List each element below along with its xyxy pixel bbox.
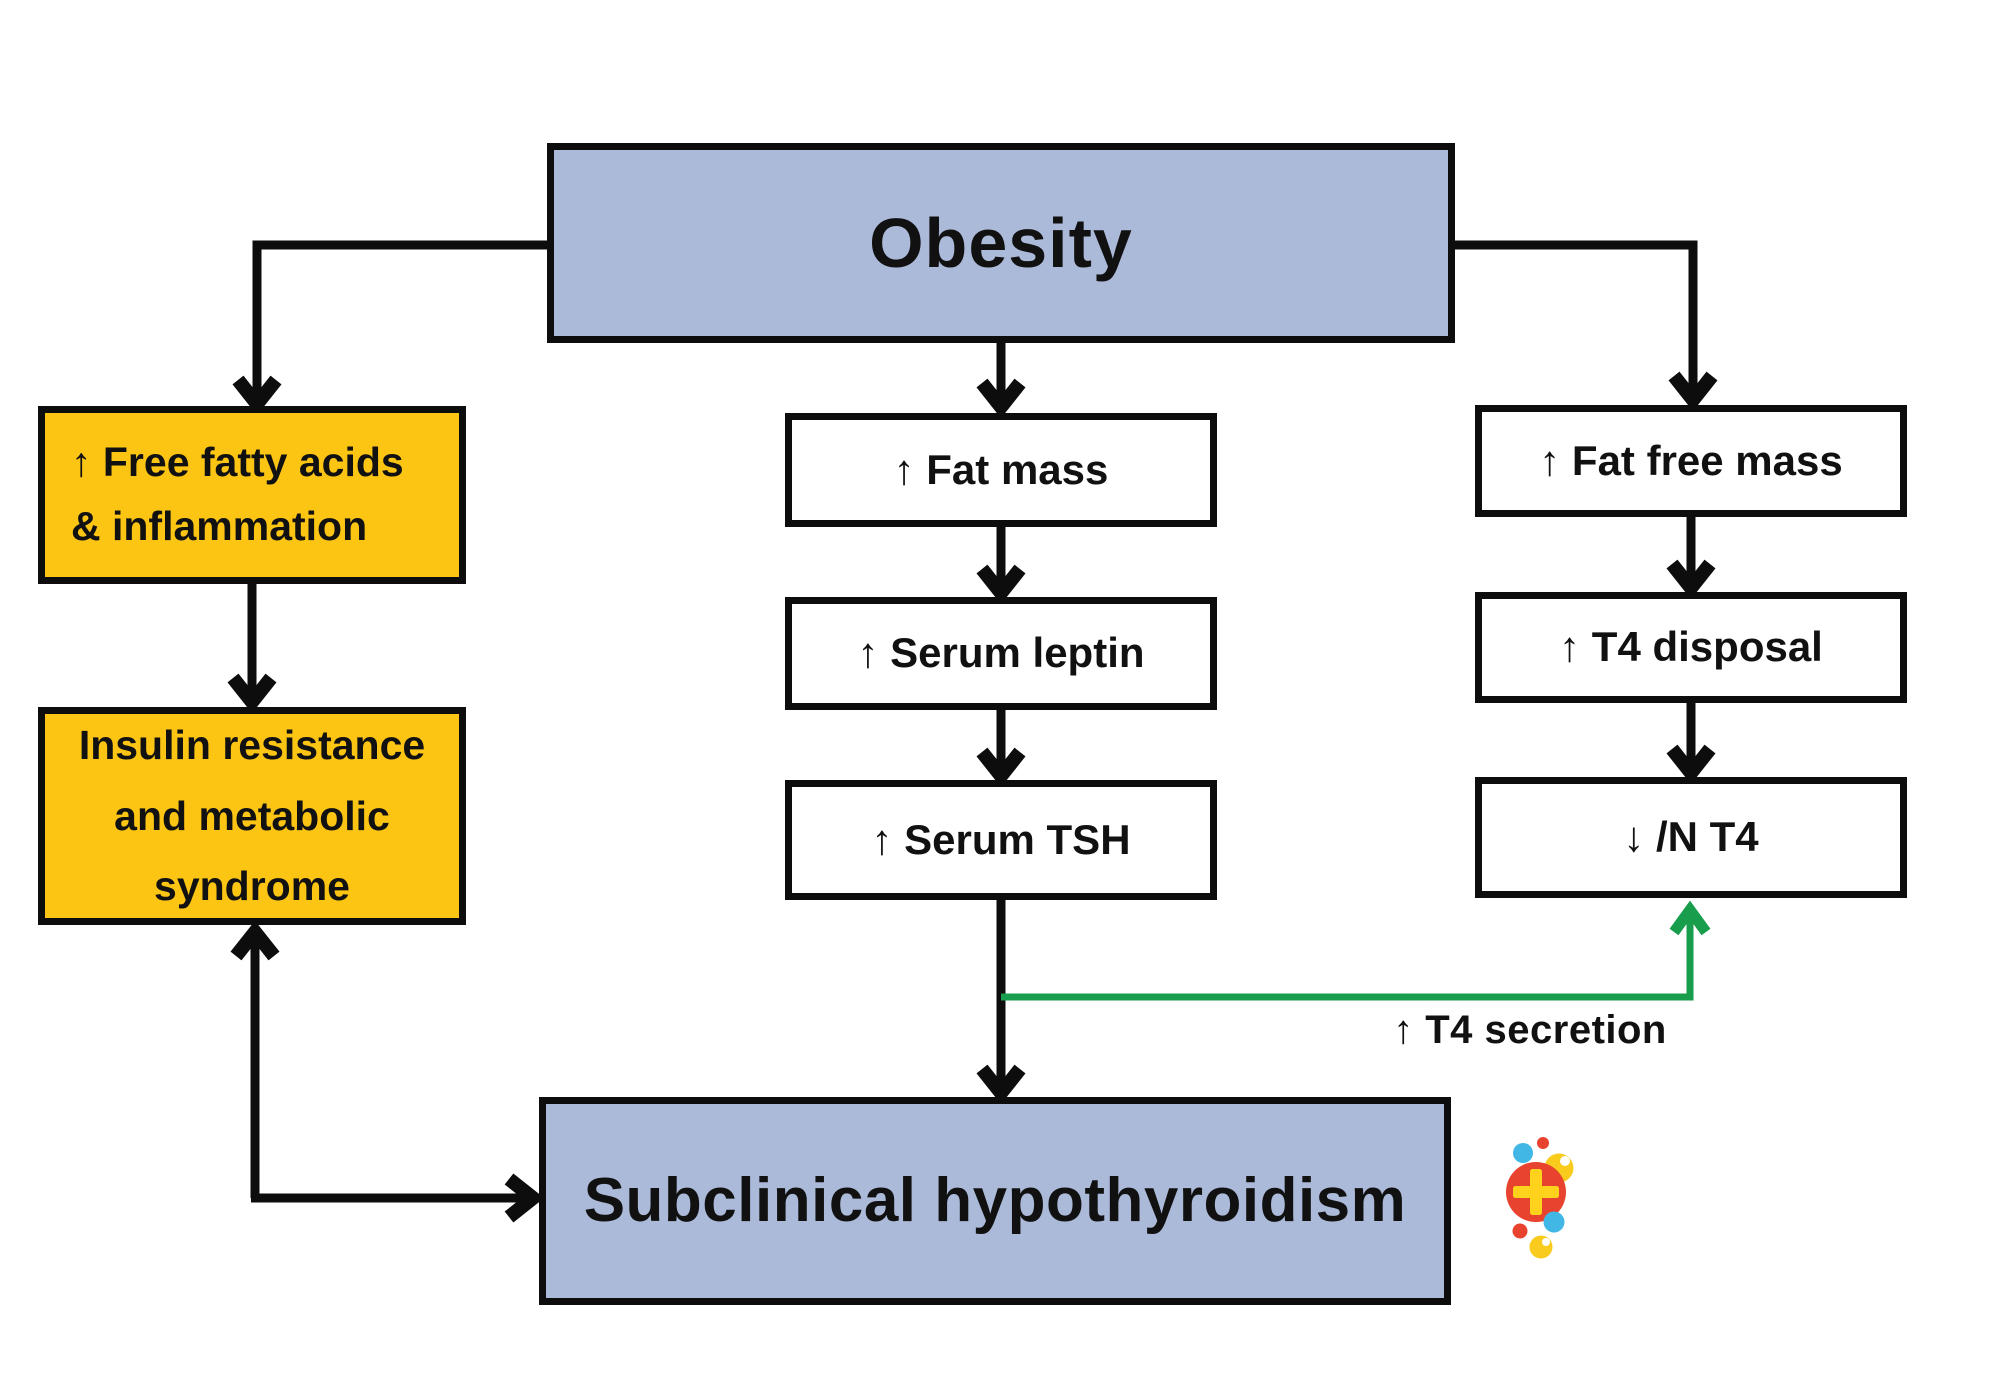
node-insulin-resistance: Insulin resistance and metabolic syndrom…: [38, 707, 466, 925]
bubble-blue-top: [1513, 1143, 1533, 1163]
arrow-t4-secretion-green: [1001, 900, 1711, 1001]
arrow-obesity-to-fat-mass: [976, 341, 1026, 419]
node-obesity: Obesity: [547, 143, 1455, 343]
arrow-fat-mass-to-serum-leptin: [976, 527, 1026, 605]
node-free-fatty-acids: ↑ Free fatty acids & inflammation: [38, 406, 466, 584]
bubble-yellow-bottom: [1529, 1235, 1553, 1259]
edge-label-t4-secretion: ↑ T4 secretion: [1330, 1008, 1730, 1053]
node-serum-leptin: ↑ Serum leptin: [785, 597, 1217, 710]
arrow-obesity-to-fat-free-mass: [1455, 240, 1718, 412]
node-subclinical-hypothyroidism: Subclinical hypothyroidism: [539, 1097, 1451, 1305]
arrow-ffa-to-insulin-resistance: [227, 584, 277, 714]
bubble-yellow-bottom-highlight: [1542, 1238, 1550, 1246]
edge-label-text: T4 secretion: [1413, 1008, 1667, 1052]
node-t4-disposal: ↑ T4 disposal: [1475, 592, 1907, 703]
arrow-subclinical-insulin-elbow: [230, 920, 545, 1223]
arrow-serum-leptin-to-serum-tsh: [976, 710, 1026, 788]
node-low-normal-t4: ↓ /N T4: [1475, 777, 1907, 898]
node-fat-free-mass: ↑ Fat free mass: [1475, 405, 1907, 517]
medical-plus-bubbles-icon: [1506, 1137, 1574, 1259]
node-serum-tsh: ↑ Serum TSH: [785, 780, 1217, 900]
arrow-obesity-to-free-fatty-acids: [232, 240, 547, 416]
bubble-blue-bottom: [1543, 1211, 1565, 1233]
node-fat-mass: ↑ Fat mass: [785, 413, 1217, 527]
bubble-yellow-top-highlight: [1560, 1156, 1570, 1166]
bubble-red-small-top: [1537, 1137, 1549, 1149]
arrow-fat-free-mass-to-t4-disposal: [1666, 517, 1716, 600]
plus-vertical-bar: [1530, 1169, 1542, 1215]
bubble-red-bottom: [1512, 1223, 1528, 1239]
arrow-t4-disposal-to-low-normal-t4: [1666, 703, 1716, 785]
up-arrow-glyph: ↑: [1393, 1008, 1414, 1052]
